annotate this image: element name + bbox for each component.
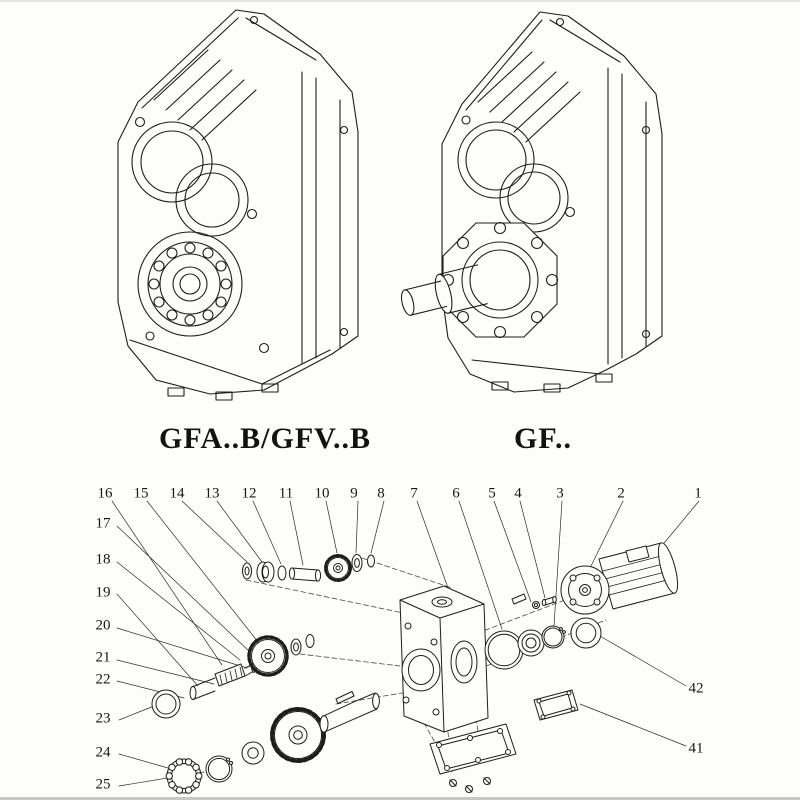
part-callout-9: 9 [350,485,358,502]
part-callout-42: 42 [688,680,704,697]
part-callout-1: 1 [694,485,702,502]
part-callout-18: 18 [95,551,111,568]
gearbox-right-drawing [400,11,663,393]
part-callout-25: 25 [95,776,111,793]
cover-plate [533,689,579,721]
part-callout-21: 21 [95,649,111,666]
part-callout-17: 17 [95,515,111,532]
part-callout-41: 41 [688,740,704,757]
part-callout-22: 22 [95,671,111,688]
part-callout-5: 5 [488,485,496,502]
part-callout-24: 24 [95,744,111,761]
exploded-parts-diagram [111,500,700,794]
part-callout-12: 12 [241,485,257,502]
part-callout-14: 14 [169,485,185,502]
motor-side-rings [484,593,602,670]
callout-leader-lines [111,500,700,787]
figure-label-gfab-gfvb: GFA..B/GFV..B [159,422,371,455]
base-plate-and-screws [429,723,517,793]
part-callout-19: 19 [95,584,111,601]
input-shaft-small-parts [242,554,375,583]
motor-assembly [560,542,679,615]
part-callout-10: 10 [314,485,330,502]
output-gear-cluster [165,691,380,794]
part-callout-2: 2 [617,485,625,502]
intermediate-gear-cluster [151,634,315,719]
part-callout-16: 16 [97,485,113,502]
gearbox-left-drawing [117,9,359,401]
part-callout-7: 7 [410,485,418,502]
part-callout-4: 4 [514,485,522,502]
exploded-parts [151,542,679,794]
gear-housing [399,585,489,733]
part-callout-6: 6 [452,485,460,502]
part-callout-23: 23 [95,710,111,727]
part-callout-15: 15 [133,485,149,502]
part-callout-13: 13 [204,485,220,502]
part-callout-11: 11 [278,485,294,502]
part-callout-3: 3 [556,485,564,502]
figure-label-gf: GF.. [514,422,572,455]
part-callout-20: 20 [95,617,111,634]
part-callout-8: 8 [377,485,385,502]
